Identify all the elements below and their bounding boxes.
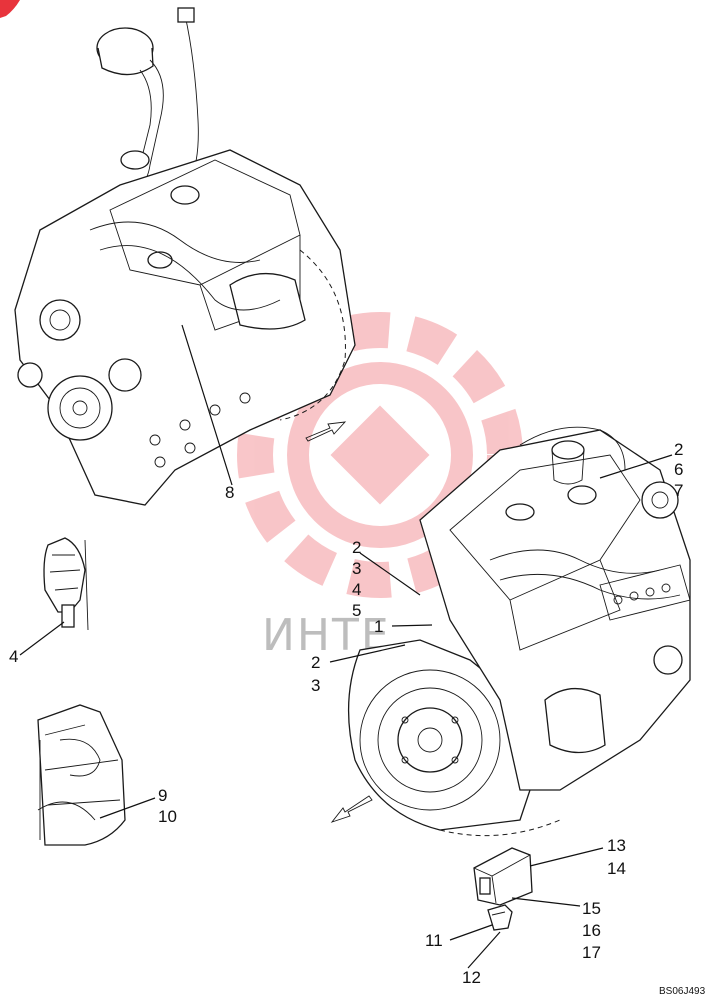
callout-2-left: 2: [352, 538, 361, 557]
callout-16: 16: [582, 921, 601, 940]
corner-mark: [0, 0, 20, 18]
callout-4-bracket: 4: [9, 647, 18, 666]
callout-12: 12: [462, 968, 481, 987]
arrow-right-icon: [305, 421, 347, 442]
upper-engine: [14, 7, 356, 506]
callout-10: 10: [158, 807, 177, 826]
callout-6: 6: [674, 460, 683, 479]
callout-9: 9: [158, 786, 167, 805]
callout-13: 13: [607, 836, 626, 855]
reference-code: BS06J493: [659, 986, 706, 997]
callout-2-top-right: 2: [674, 440, 683, 459]
callout-14: 14: [607, 859, 626, 878]
callout-5: 5: [352, 601, 361, 620]
lower-engine: [329, 426, 691, 837]
callout-17: 17: [582, 943, 601, 962]
callout-4-left: 4: [352, 580, 361, 599]
callout-3-left: 3: [352, 559, 361, 578]
bracket-detail: [19, 537, 89, 656]
module-detail: [449, 847, 604, 969]
callout-11: 11: [425, 931, 443, 950]
callout-2-lower: 2: [311, 653, 320, 672]
callout-15: 15: [582, 899, 601, 918]
callout-8: 8: [225, 483, 234, 502]
callout-7: 7: [674, 481, 683, 500]
callout-1: 1: [374, 617, 383, 636]
arrow-left-icon: [330, 795, 373, 823]
callout-3-lower: 3: [311, 676, 320, 695]
housing-detail: [37, 704, 156, 846]
